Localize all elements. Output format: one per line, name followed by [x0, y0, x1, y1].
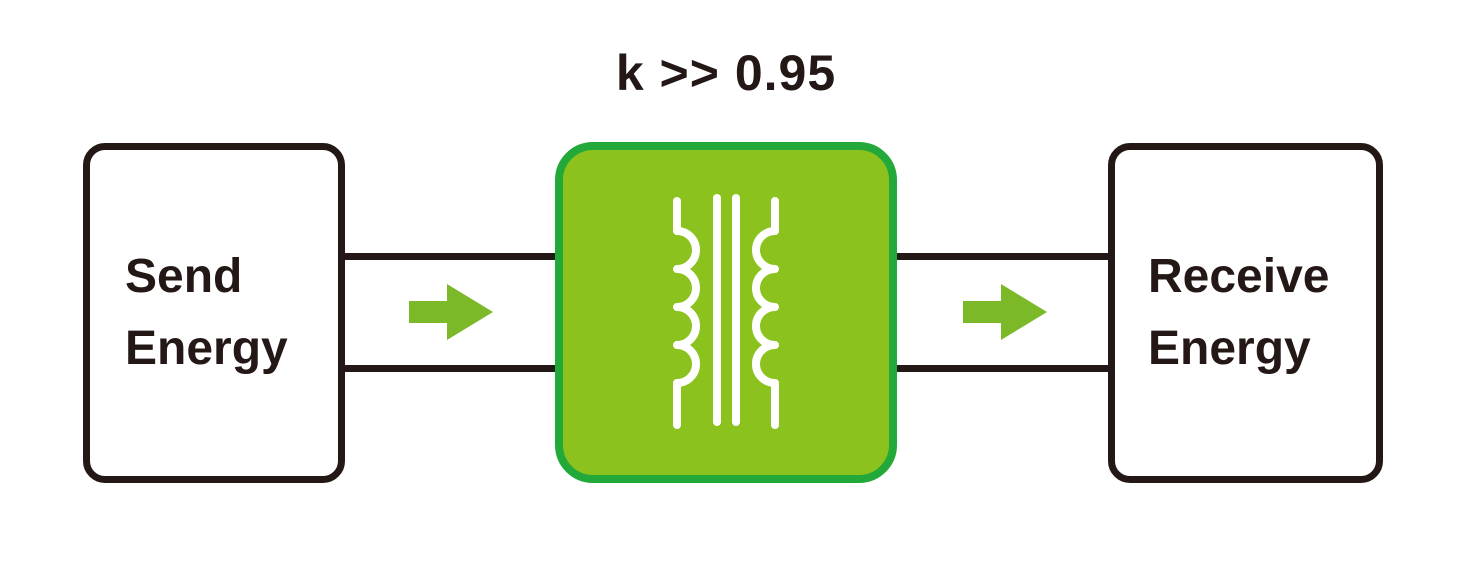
coupling-coefficient-label: k >> 0.95 — [615, 45, 837, 101]
primary-coil — [673, 196, 700, 429]
secondary-coil — [752, 196, 779, 429]
coupler-box — [555, 142, 897, 483]
energy-flow-arrow-right — [963, 284, 1047, 340]
send-energy-box: Send Energy — [83, 143, 345, 483]
wire-top-right — [895, 253, 1110, 260]
right-arrow-icon — [409, 284, 493, 340]
receive-energy-label: Receive Energy — [1148, 250, 1330, 375]
energy-flow-arrow-left — [409, 284, 493, 340]
wire-bottom-left — [344, 365, 558, 372]
right-arrow-icon — [963, 284, 1047, 340]
wire-bottom-right — [895, 365, 1110, 372]
send-energy-label: Send Energy — [125, 250, 288, 375]
wire-top-left — [344, 253, 558, 260]
receive-energy-box: Receive Energy — [1108, 143, 1383, 483]
transformer-coil-icon — [673, 193, 779, 429]
